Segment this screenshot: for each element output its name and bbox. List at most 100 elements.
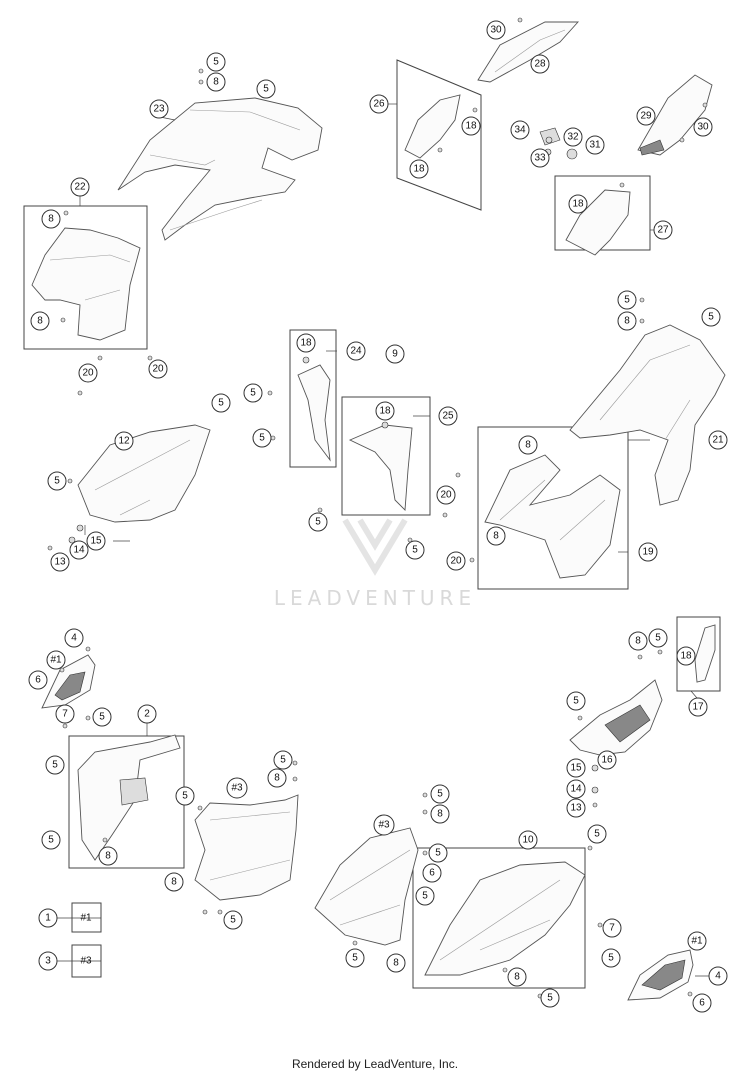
callout-15: 15 — [566, 758, 586, 778]
svg-text:5: 5 — [708, 312, 714, 323]
svg-text:7: 7 — [62, 709, 68, 720]
callout-5: 5 — [45, 755, 65, 775]
callout-33: 33 — [530, 148, 550, 168]
box-19 — [477, 426, 629, 590]
svg-text:15: 15 — [570, 763, 582, 774]
part-23-detail — [149, 109, 301, 231]
watermark: LEADVENTURE — [274, 518, 471, 610]
callout-14: 14 — [69, 540, 89, 560]
svg-text:8: 8 — [171, 877, 177, 888]
svg-text:34: 34 — [514, 125, 526, 136]
svg-text:30: 30 — [490, 25, 502, 36]
svg-text:20: 20 — [152, 364, 164, 375]
svg-text:8: 8 — [493, 531, 499, 542]
callout-7: 7 — [55, 704, 75, 724]
svg-text:13: 13 — [570, 803, 582, 814]
box-24 — [289, 329, 337, 468]
callout-5: 5 — [405, 540, 425, 560]
part-26 — [404, 94, 461, 159]
callout-8: 8 — [30, 311, 50, 331]
callout-8: 8 — [617, 311, 637, 331]
callout-6: 6 — [422, 863, 442, 883]
callout-5: 5 — [566, 691, 586, 711]
svg-text:24: 24 — [350, 346, 362, 357]
svg-text:6: 6 — [699, 998, 705, 1009]
callout-5: 5 — [587, 824, 607, 844]
callout-8: 8 — [98, 846, 118, 866]
svg-text:#3: #3 — [80, 956, 92, 967]
box-10 — [412, 847, 586, 989]
parts — [31, 21, 726, 1001]
part-25 — [348, 424, 413, 512]
svg-text:5: 5 — [547, 993, 553, 1004]
svg-text:8: 8 — [635, 636, 641, 647]
callout-18: 18 — [296, 333, 316, 353]
watermark-logo — [342, 518, 408, 576]
svg-text:5: 5 — [573, 696, 579, 707]
svg-text:5: 5 — [412, 545, 418, 556]
svg-text:8: 8 — [274, 773, 280, 784]
callout-5: 5 — [211, 393, 231, 413]
svg-text:2: 2 — [144, 709, 150, 720]
svg-text:5: 5 — [280, 755, 286, 766]
part-3-right — [314, 827, 419, 946]
svg-text:#1: #1 — [691, 936, 703, 947]
callout-13: 13 — [566, 798, 586, 818]
box-25 — [341, 396, 431, 516]
callout-27: 27 — [653, 220, 673, 240]
svg-text:9: 9 — [392, 349, 398, 360]
callout-8: 8 — [206, 72, 226, 92]
callout-19: 19 — [638, 542, 658, 562]
svg-text:8: 8 — [525, 440, 531, 451]
svg-text:18: 18 — [300, 338, 312, 349]
callout-5: 5 — [648, 628, 668, 648]
callout-3-ref: #3 — [226, 777, 248, 799]
callout-5: 5 — [428, 843, 448, 863]
callout-6: 6 — [692, 993, 712, 1013]
svg-text:5: 5 — [422, 891, 428, 902]
part-21-detail — [599, 344, 691, 441]
callout-18: 18 — [375, 401, 395, 421]
callout-8: 8 — [41, 209, 61, 229]
part-28-detail — [494, 29, 566, 73]
svg-text:21: 21 — [712, 435, 724, 446]
svg-text:17: 17 — [692, 702, 704, 713]
svg-text:22: 22 — [74, 182, 86, 193]
callout-7: 7 — [602, 918, 622, 938]
part-21 — [569, 324, 726, 506]
callout-18: 18 — [676, 646, 696, 666]
svg-text:18: 18 — [572, 199, 584, 210]
svg-text:18: 18 — [413, 164, 425, 175]
svg-text:5: 5 — [352, 953, 358, 964]
callout-20: 20 — [436, 485, 456, 505]
svg-text:5: 5 — [99, 712, 105, 723]
callout-30: 30 — [693, 117, 713, 137]
callout-5: 5 — [92, 707, 112, 727]
callout-10: 10 — [518, 830, 538, 850]
svg-text:8: 8 — [105, 851, 111, 862]
callout-5: 5 — [243, 383, 263, 403]
callout-5: 5 — [47, 471, 67, 491]
callout-32: 32 — [563, 127, 583, 147]
callout-8: 8 — [430, 804, 450, 824]
svg-text:3: 3 — [45, 956, 51, 967]
svg-text:5: 5 — [259, 433, 265, 444]
hardware — [47, 17, 708, 999]
svg-text:5: 5 — [315, 517, 321, 528]
part-19-detail — [499, 479, 606, 541]
part-12 — [77, 424, 211, 523]
svg-text:28: 28 — [534, 59, 546, 70]
svg-text:#3: #3 — [231, 783, 243, 794]
callout-23: 23 — [149, 99, 169, 119]
box-26 — [396, 59, 482, 211]
svg-text:5: 5 — [624, 295, 630, 306]
part-19 — [484, 454, 621, 579]
callout-5: 5 — [223, 910, 243, 930]
callout-21: 21 — [708, 430, 728, 450]
callout-5: 5 — [601, 948, 621, 968]
part-17 — [694, 624, 716, 683]
svg-text:15: 15 — [90, 536, 102, 547]
svg-text:#1: #1 — [80, 913, 92, 924]
svg-text:12: 12 — [118, 436, 130, 447]
callout-5: 5 — [540, 988, 560, 1008]
